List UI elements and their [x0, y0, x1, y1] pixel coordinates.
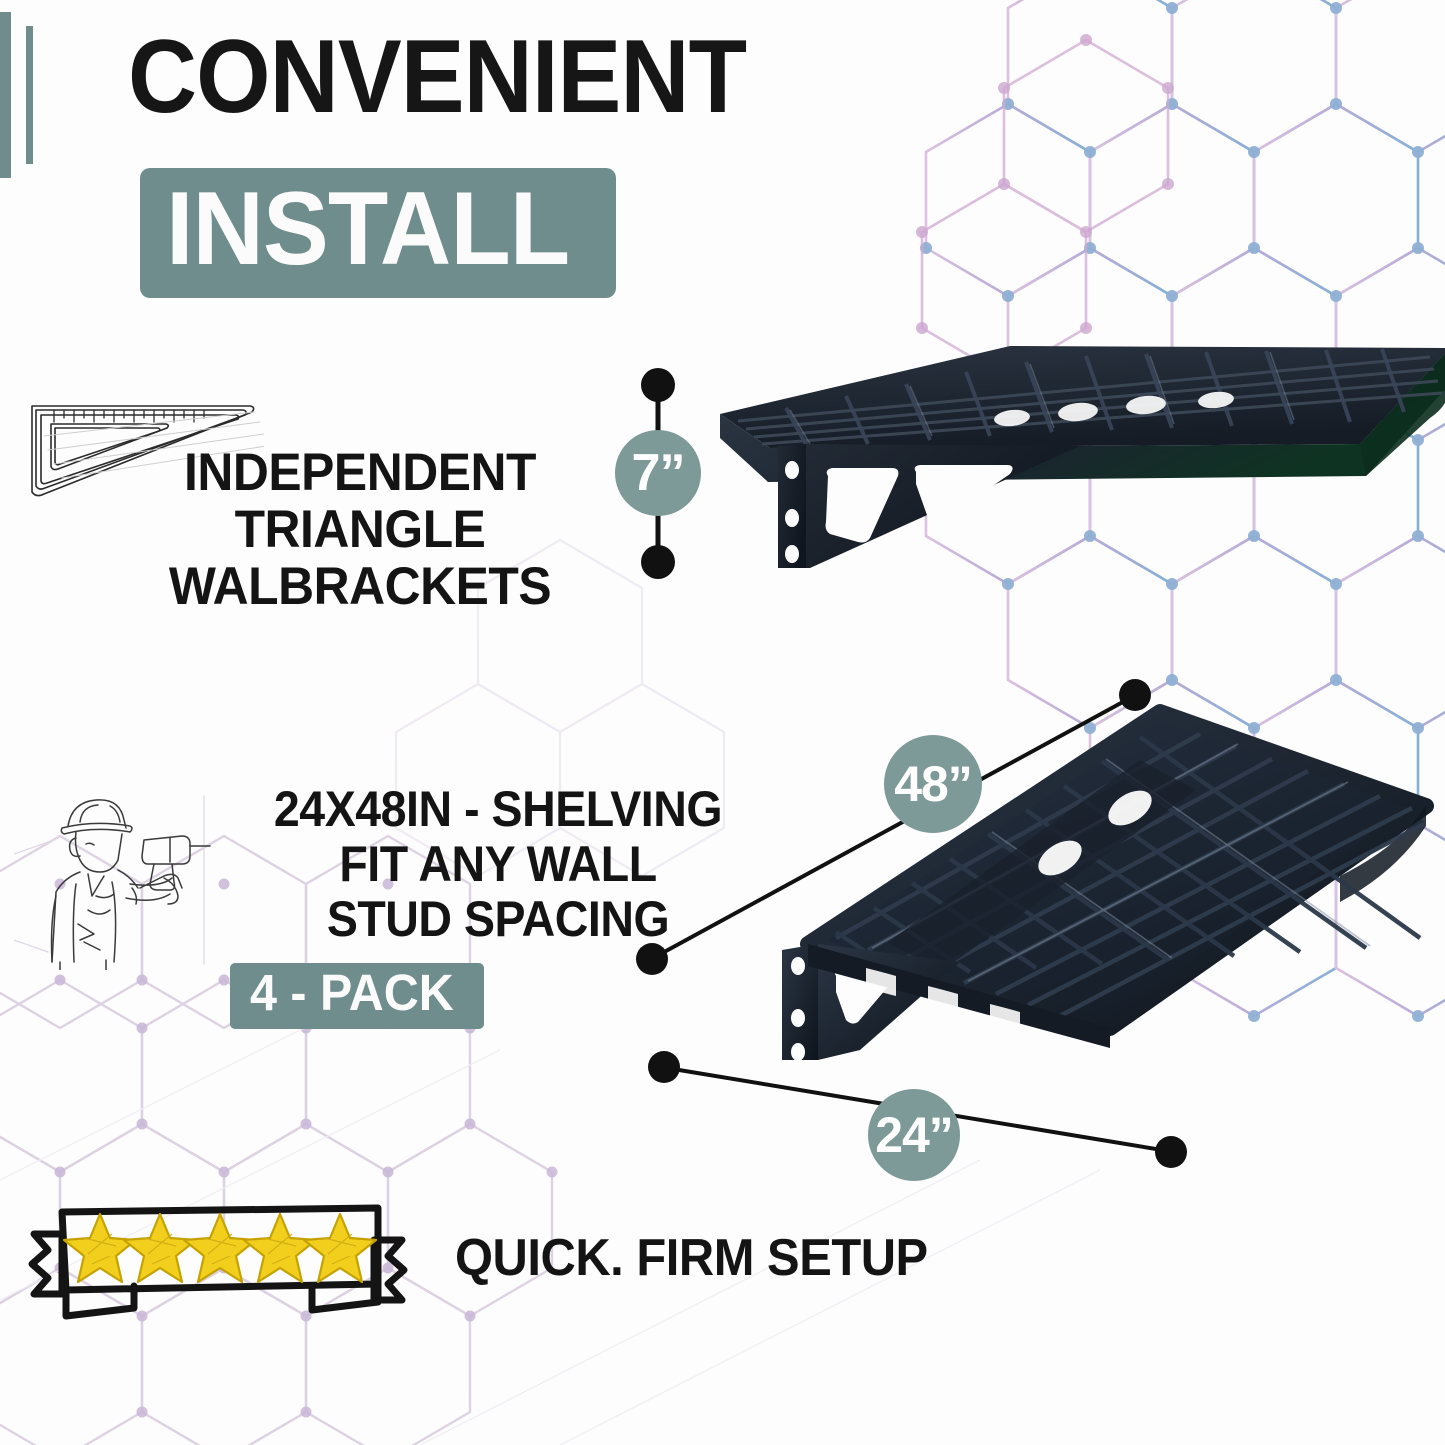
- measurement-badge-length: 48”: [884, 735, 982, 833]
- measurement-badge-depth: 7”: [615, 430, 701, 516]
- feature-shelving-size-text: 24X48IN - SHELVING FIT ANY WALL STUD SPA…: [247, 782, 749, 947]
- wall-shelf-top-view: [782, 704, 1434, 1061]
- measurement-badge-width: 24”: [868, 1089, 960, 1181]
- feature1-line1: INDEPENDENT: [184, 443, 536, 502]
- accent-bar-inner: [26, 26, 33, 164]
- install-badge: INSTALL: [140, 168, 617, 299]
- accent-bar-outer: [0, 12, 11, 178]
- worker-drilling-icon: [14, 795, 211, 970]
- feature1-line3: WALBRACKETS: [168, 557, 552, 617]
- feature2-line3: STUD SPACING: [326, 891, 670, 947]
- star-row: [62, 1212, 378, 1284]
- feature-independent-brackets-text: INDEPENDENT TRIANGLE WALBRACKETS: [163, 444, 558, 616]
- page-title: CONVENIENT: [128, 19, 747, 135]
- feature1-line2: TRIANGLE: [234, 500, 486, 560]
- five-star-ribbon-icon: [28, 1204, 408, 1320]
- install-badge-label: INSTALL: [166, 171, 570, 287]
- feature2-line2: FIT ANY WALL: [339, 836, 657, 892]
- triangle-ruler-icon: [31, 405, 264, 497]
- wall-shelf-side-view: [720, 346, 1445, 568]
- pack-count-badge: 4 - PACK: [230, 963, 485, 1029]
- feature2-line1: 24X48IN - SHELVING: [273, 781, 723, 837]
- pack-count-label: 4 - PACK: [250, 964, 454, 1021]
- footer-tagline: QUICK. FIRM SETUP: [455, 1229, 928, 1287]
